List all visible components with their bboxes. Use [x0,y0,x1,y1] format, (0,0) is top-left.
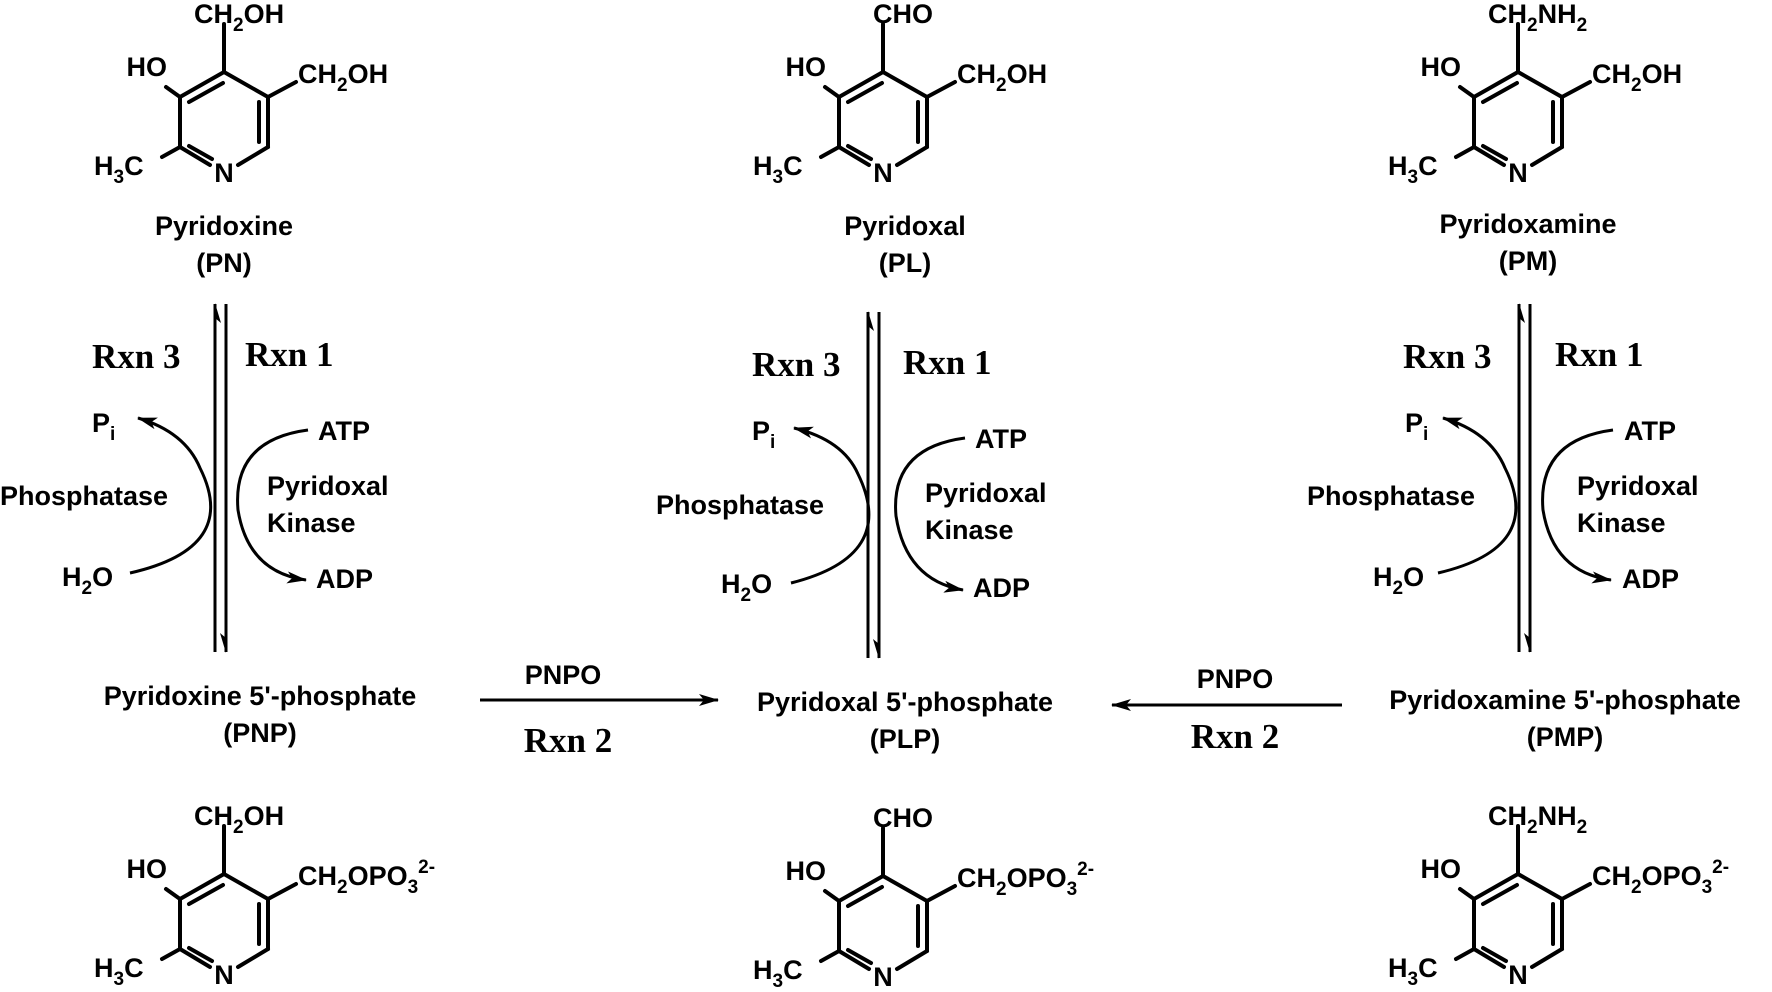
phosphatase-curved-arrow [129,416,213,575]
aldehyde-group: CHO [873,803,933,833]
plp-abbr: (PLP) [870,724,941,754]
rxn1-label: Rxn 1 [245,335,334,374]
pi-label: Pi [752,416,775,453]
rxn2-label: Rxn 2 [524,721,613,760]
ring-nitrogen: N [873,962,893,992]
adp-label: ADP [316,564,373,594]
adp-label: ADP [1622,564,1679,594]
ch2oh-group: CH2OH [194,0,284,36]
pi-label: Pi [92,408,115,445]
methyl-group: H3C [753,151,803,188]
hydroxyl-group: HO [1421,52,1462,82]
pn-name: Pyridoxine [155,211,293,241]
phosphate-group: CH2OPO32- [298,857,435,898]
phosphate-group: CH2OPO32- [1592,857,1729,898]
kinase-label-line2: Kinase [1577,508,1666,538]
kinase-label-line2: Kinase [267,508,356,538]
phosphatase-curved-arrow [790,426,871,585]
rxn3-label: Rxn 3 [92,337,181,376]
phosphatase-label: Phosphatase [656,490,824,520]
pl-name: Pyridoxal [844,211,966,241]
ch2oh-group: CH2OH [1592,59,1682,96]
kinase-label-line1: Pyridoxal [267,471,389,501]
kinase-curved-arrow [1541,428,1614,584]
pn-structure: N HO H3C CH2OH CH2OH [94,0,388,188]
phosphate-group: CH2OPO32- [957,859,1094,900]
ch2oh-group: CH2OH [298,59,388,96]
atp-label: ATP [318,416,370,446]
methyl-group: H3C [1388,151,1438,188]
ring-nitrogen: N [1508,158,1528,188]
water-label: H2O [721,569,772,606]
pmp-abbr: (PMP) [1527,722,1604,752]
ch2oh-group: CH2OH [957,59,1047,96]
methyl-group: H3C [1388,953,1438,990]
ring-nitrogen: N [214,158,234,188]
hydroxyl-group: HO [786,52,827,82]
hydroxyl-group: HO [1421,854,1462,884]
rxn3-label: Rxn 3 [752,345,841,384]
pn-pnp-equilibrium-arrows [213,303,228,653]
pl-abbr: (PL) [879,248,931,278]
pl-structure: N HO H3C CH2OH CHO [753,0,1047,188]
ring-nitrogen: N [214,960,234,990]
methyl-group: H3C [753,955,803,992]
phosphatase-label: Phosphatase [0,481,168,511]
pm-structure: N HO H3C CH2OH CH2NH2 [1388,0,1682,188]
water-label: H2O [62,562,113,599]
pn-abbr: (PN) [196,248,252,278]
aminomethyl-group: CH2NH2 [1488,0,1587,36]
pnp-abbr: (PNP) [223,718,297,748]
pm-pmp-equilibrium-arrows [1517,303,1532,653]
pm-abbr: (PM) [1499,246,1557,276]
atp-label: ATP [975,424,1027,454]
ch2oh-group: CH2OH [194,801,284,838]
kinase-curved-arrow [894,436,966,593]
pl-plp-equilibrium-arrows [866,311,881,659]
ring-nitrogen: N [873,158,893,188]
rxn1-label: Rxn 1 [1555,335,1644,374]
phosphatase-curved-arrow [1437,416,1518,575]
adp-label: ADP [973,573,1030,603]
methyl-group: H3C [94,151,144,188]
kinase-curved-arrow [236,428,309,584]
pnp-structure: N HO H3C CH2OPO32- CH2OH [94,801,435,990]
hydroxyl-group: HO [786,856,827,886]
aldehyde-group: CHO [873,0,933,29]
ring-nitrogen: N [1508,960,1528,990]
kinase-label-line1: Pyridoxal [925,478,1047,508]
pnp-name: Pyridoxine 5'-phosphate [104,681,416,711]
pm-name: Pyridoxamine [1439,209,1616,239]
rxn3-label: Rxn 3 [1403,337,1492,376]
pmp-structure: N HO H3C CH2OPO32- CH2NH2 [1388,801,1729,990]
hydroxyl-group: HO [127,52,168,82]
kinase-label-line2: Kinase [925,515,1014,545]
atp-label: ATP [1624,416,1676,446]
plp-name: Pyridoxal 5'-phosphate [757,687,1053,717]
pmp-name: Pyridoxamine 5'-phosphate [1389,685,1741,715]
pi-label: Pi [1405,408,1428,445]
rxn1-label: Rxn 1 [903,343,992,382]
water-label: H2O [1373,562,1424,599]
kinase-label-line1: Pyridoxal [1577,471,1699,501]
plp-structure: N HO H3C CH2OPO32- CHO [753,803,1094,992]
rxn2-label: Rxn 2 [1191,717,1280,756]
aminomethyl-group: CH2NH2 [1488,801,1587,838]
phosphatase-label: Phosphatase [1307,481,1475,511]
pnpo-label: PNPO [525,660,602,690]
pnpo-label: PNPO [1197,664,1274,694]
hydroxyl-group: HO [127,854,168,884]
methyl-group: H3C [94,953,144,990]
